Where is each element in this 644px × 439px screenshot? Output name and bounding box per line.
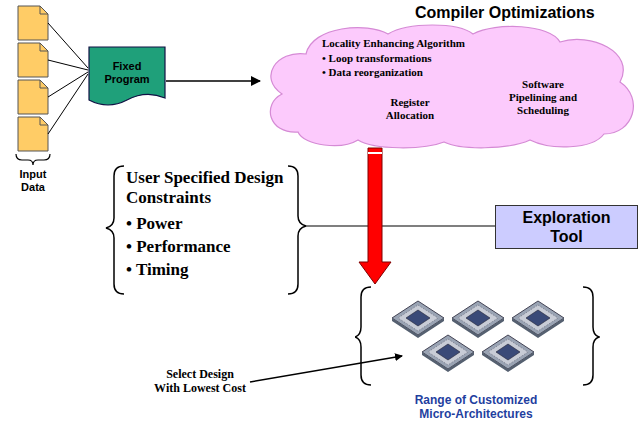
group-caption: Range of Customized Micro-Architectures <box>405 393 547 421</box>
cloud-title: Compiler Optimizations <box>415 3 635 22</box>
compiler-cloud: Compiler OptimizationsLocality Enhancing… <box>258 22 640 150</box>
optimization-item: Register Allocation <box>376 96 444 122</box>
micro-architecture-group: Range of Customized Micro-Architectures <box>355 283 600 429</box>
optimization-item: Software Pipelining and Scheduling <box>504 78 582 117</box>
select-leader <box>250 356 402 382</box>
exploration-tool-box: Exploration Tool <box>495 205 638 249</box>
constraint-item: • Timing <box>126 260 286 280</box>
constraint-brace-right <box>288 166 306 294</box>
input-brace <box>16 154 50 165</box>
connector-arrow <box>166 80 260 82</box>
constraints-heading: User Specified Design Constraints <box>126 168 288 208</box>
tool-label: Exploration Tool <box>517 208 617 246</box>
constraint-item: • Power <box>126 214 286 234</box>
input-label: Input Data <box>10 168 56 194</box>
flow-arrow <box>359 148 391 284</box>
constraint-item: • Performance <box>126 237 286 257</box>
arrow-band <box>368 152 382 154</box>
constraint-brace-left <box>106 166 124 294</box>
input-documents <box>18 6 48 151</box>
constraint-line <box>306 225 495 226</box>
algorithm-heading: Locality Enhancing Algorithm <box>322 37 522 50</box>
document-label: Fixed Program <box>94 60 160 86</box>
bullet-item: • Loop transformations <box>322 52 502 65</box>
select-note: Select Design With Lowest Cost <box>154 367 246 395</box>
bullet-item: • Data reorganization <box>322 66 502 79</box>
document-lines <box>48 23 88 134</box>
fixed-program-document: Fixed Program <box>88 46 166 108</box>
